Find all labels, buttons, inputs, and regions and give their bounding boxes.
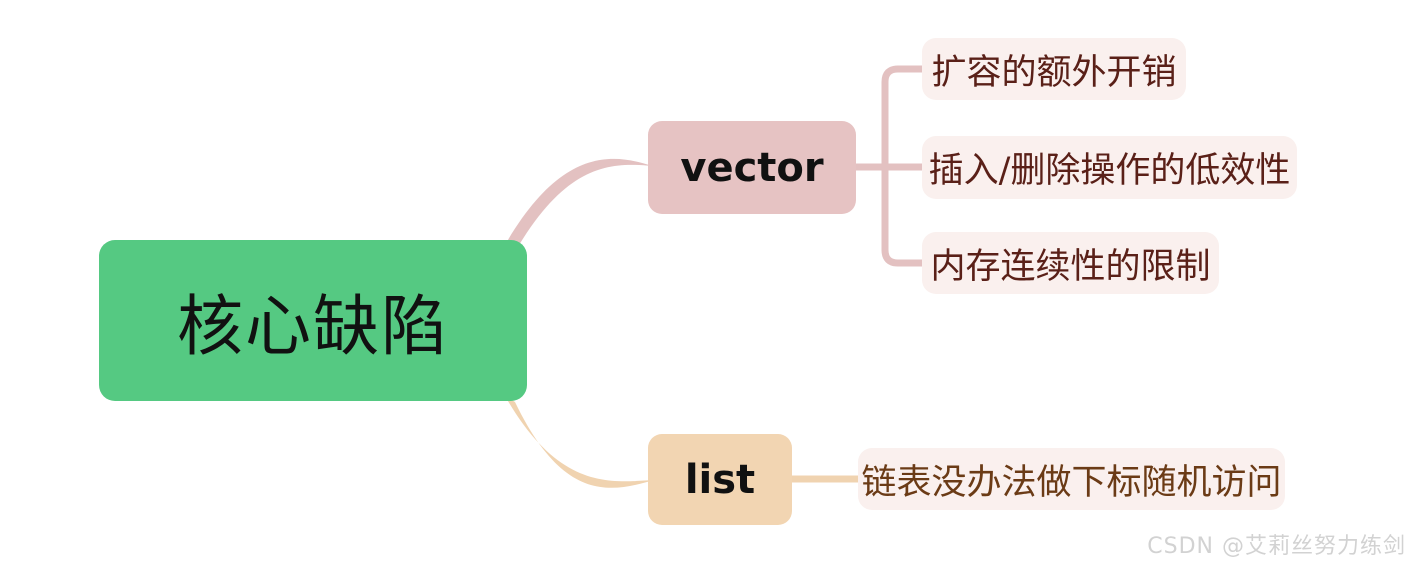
- leaf-node-label: 链表没办法做下标随机访问: [861, 462, 1282, 503]
- watermark: CSDN @艾莉丝努力练剑: [1147, 534, 1406, 559]
- leaf-node-label: 内存连续性的限制: [930, 246, 1211, 287]
- leaf-node-vector-memory-contiguity-limit[interactable]: 内存连续性的限制: [922, 232, 1219, 294]
- leaf-node-label: 扩容的额外开销: [931, 52, 1177, 93]
- connector-root-to-list: [505, 396, 654, 488]
- branch-node-list-label: list: [684, 456, 756, 503]
- root-node-core-defects[interactable]: 核心缺陷: [99, 240, 527, 401]
- root-node-label: 核心缺陷: [177, 287, 449, 365]
- leaf-node-label: 插入/删除操作的低效性: [928, 151, 1291, 191]
- leaf-node-vector-insert-delete-inefficiency[interactable]: 插入/删除操作的低效性: [922, 136, 1297, 199]
- leaf-node-vector-expansion-overhead[interactable]: 扩容的额外开销: [922, 38, 1186, 100]
- connector-vector-leaf-3: [881, 163, 928, 267]
- leaf-node-list-no-random-access[interactable]: 链表没办法做下标随机访问: [858, 448, 1285, 510]
- connector-root-to-vector: [505, 158, 652, 252]
- connector-vector-leaf-1: [881, 65, 928, 171]
- branch-node-vector[interactable]: vector: [648, 121, 856, 214]
- branch-node-list[interactable]: list: [648, 434, 792, 525]
- branch-node-vector-label: vector: [680, 144, 824, 191]
